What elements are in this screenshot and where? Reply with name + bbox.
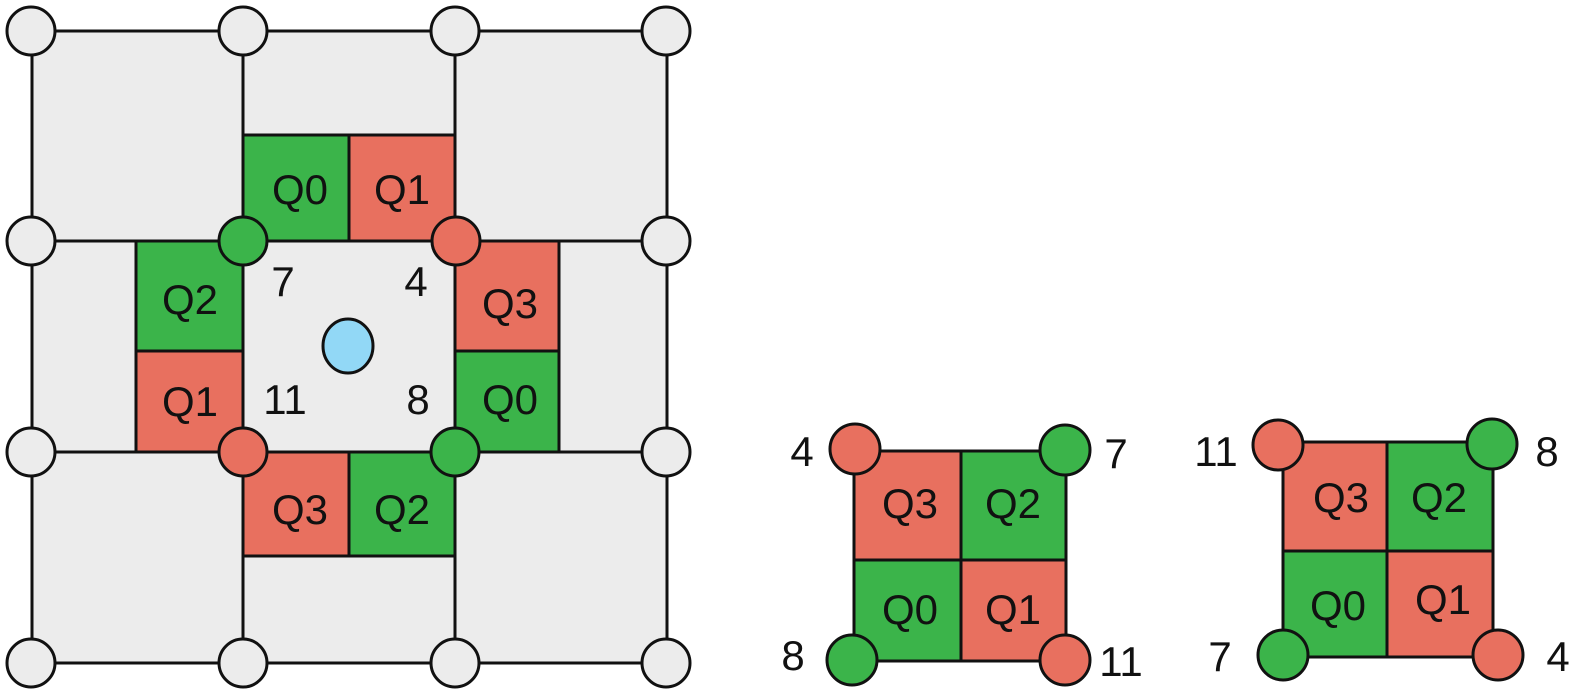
block-b-corner-label-top-left: 11 <box>1194 428 1238 475</box>
block-a-corner-label-bottom-left: 8 <box>781 632 804 679</box>
grid-node <box>640 637 692 689</box>
block-a-corner-label-top-right: 7 <box>1104 430 1127 477</box>
quads-top: Q0 Q1 <box>241 133 457 243</box>
block-a-node-top-left <box>828 422 882 476</box>
quad-label-bottom-q3: Q3 <box>272 486 328 533</box>
grid-node <box>429 637 481 689</box>
block-a-q2-label: Q2 <box>985 480 1041 527</box>
grid-nodes <box>5 5 692 689</box>
quad-label-left-q1: Q1 <box>162 378 218 425</box>
quad-label-right-q0: Q0 <box>482 376 538 423</box>
block-b-q1-box <box>1385 549 1495 659</box>
grid-node <box>217 5 269 57</box>
block-b-corner-label-bottom-right: 4 <box>1546 633 1569 680</box>
inner-corner-nodes <box>217 215 482 478</box>
block-b-q3-label: Q3 <box>1313 474 1369 521</box>
block-a-corner-label-top-left: 4 <box>790 428 813 475</box>
block-b-corner-label-top-right: 8 <box>1535 428 1558 475</box>
quad-box-right-q0 <box>453 349 561 454</box>
quad-label-bottom-q2: Q2 <box>374 486 430 533</box>
grid-node <box>5 426 57 478</box>
corner-label-top-right: 4 <box>404 258 427 305</box>
quad-box-bottom-q3 <box>241 450 351 558</box>
quad-box-right-q3 <box>453 239 561 353</box>
quad-box-left-q2 <box>134 239 245 353</box>
grid-node <box>640 5 692 57</box>
block-b-node-bottom-left <box>1256 628 1310 682</box>
grid-node <box>640 215 692 267</box>
quads-right: Q3 Q0 <box>453 239 561 454</box>
block-a-q3-label: Q3 <box>882 480 938 527</box>
corner-node-red <box>217 426 269 478</box>
quad-label-top-q0: Q0 <box>272 166 328 213</box>
block-b-q1-label: Q1 <box>1415 576 1471 623</box>
quad-label-left-q2: Q2 <box>162 276 218 323</box>
block-b-corner-label-bottom-left: 7 <box>1208 633 1231 680</box>
block-b-node-top-right <box>1465 417 1519 471</box>
corner-node-green <box>217 215 269 267</box>
corner-label-top-left: 7 <box>271 258 294 305</box>
block-b-q3-box <box>1281 440 1389 553</box>
block-b-node-top-left <box>1251 418 1305 472</box>
grid-node <box>640 426 692 478</box>
grid-node <box>5 215 57 267</box>
block-a-node-top-right <box>1038 423 1092 477</box>
block-b-q2-label: Q2 <box>1411 474 1467 521</box>
grid-node <box>5 637 57 689</box>
block-a-node-bottom-right <box>1038 633 1092 687</box>
quad-label-top-q1: Q1 <box>374 166 430 213</box>
quad-box-top-q1 <box>347 133 457 243</box>
block-b-q0-label: Q0 <box>1310 582 1366 629</box>
block-b-node-bottom-right <box>1471 628 1525 682</box>
quads-bottom: Q3 Q2 <box>241 450 457 558</box>
block-a: Q3 Q2 Q0 Q1 4 7 8 11 <box>781 422 1143 687</box>
main-grid: Q0 Q1 Q3 Q0 Q3 Q2 Q2 Q1 <box>5 5 692 689</box>
center-node <box>321 317 375 375</box>
quad-box-left-q1 <box>134 349 245 454</box>
quad-label-right-q3: Q3 <box>482 280 538 327</box>
corner-label-bottom-left: 11 <box>263 376 307 423</box>
corner-label-bottom-right: 8 <box>406 376 429 423</box>
grid-node <box>5 5 57 57</box>
corner-node-red <box>430 215 482 267</box>
grid-node <box>217 637 269 689</box>
block-a-q0-label: Q0 <box>882 586 938 633</box>
grid-node <box>429 5 481 57</box>
block-a-corner-label-bottom-right: 11 <box>1099 638 1143 685</box>
block-a-node-bottom-left <box>825 633 879 687</box>
corner-node-green <box>429 426 481 478</box>
quads-left: Q2 Q1 <box>134 239 245 454</box>
block-a-q1-label: Q1 <box>985 586 1041 633</box>
inner-corner-labels: 7 4 11 8 <box>263 258 429 423</box>
block-b: Q3 Q2 Q0 Q1 11 8 7 4 <box>1194 417 1570 682</box>
